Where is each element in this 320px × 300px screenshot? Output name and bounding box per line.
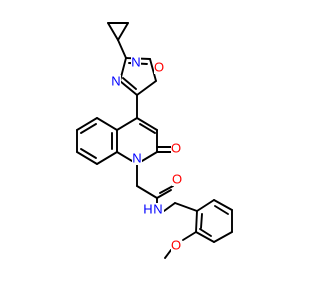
bond	[119, 80, 138, 96]
bond	[159, 185, 174, 194]
bond	[80, 123, 97, 134]
bond	[214, 205, 229, 215]
amide-nh-atom: N H	[143, 202, 164, 217]
bond	[195, 231, 215, 243]
bond	[139, 123, 156, 134]
bond	[182, 231, 197, 241]
ring-carbonyl-o-atom: O	[171, 141, 182, 156]
oxadiazole-n-bottom-atom: N	[111, 74, 121, 89]
atom-label-n: N	[111, 74, 120, 89]
bond	[156, 189, 172, 199]
bond	[96, 151, 118, 165]
atom-label-layer: N O N N O O N	[111, 55, 183, 253]
atom-label-o: O	[171, 238, 181, 253]
bond	[76, 151, 98, 165]
atom-label-n: N	[132, 151, 141, 166]
bond	[163, 202, 176, 212]
bond	[174, 202, 198, 212]
bond	[195, 210, 198, 233]
bond	[76, 117, 98, 131]
bond	[116, 117, 138, 131]
quinolinone-n-atom: N	[132, 151, 142, 166]
atom-label-o: O	[154, 60, 164, 75]
bond	[122, 77, 137, 90]
bond	[149, 58, 157, 82]
bond	[136, 117, 158, 131]
atom-label-h: H	[143, 202, 152, 217]
bond	[213, 199, 233, 211]
bond	[199, 228, 212, 237]
molecule-drawing: N O N N O O N	[76, 22, 233, 259]
bond	[80, 148, 97, 159]
atom-label-o: O	[171, 141, 181, 156]
oxadiazole-n-top-atom: N	[131, 55, 141, 70]
atom-label-o: O	[172, 172, 182, 187]
bond	[136, 80, 157, 96]
bond	[213, 231, 233, 243]
atom-label-n: N	[153, 202, 162, 217]
bond	[117, 39, 127, 59]
bond	[96, 117, 118, 131]
oxadiazole-o-atom: O	[154, 60, 164, 75]
bond	[200, 213, 203, 229]
bond	[196, 199, 215, 212]
bond	[117, 22, 129, 41]
bond	[164, 249, 172, 259]
bond	[107, 22, 119, 41]
bond	[136, 185, 158, 199]
bond-layer	[76, 22, 233, 259]
structure-canvas: N O N N O O N	[76, 22, 233, 259]
atom-label-n: N	[131, 55, 140, 70]
methoxy-o-atom: O	[171, 238, 182, 253]
amide-o-atom: O	[172, 172, 183, 187]
